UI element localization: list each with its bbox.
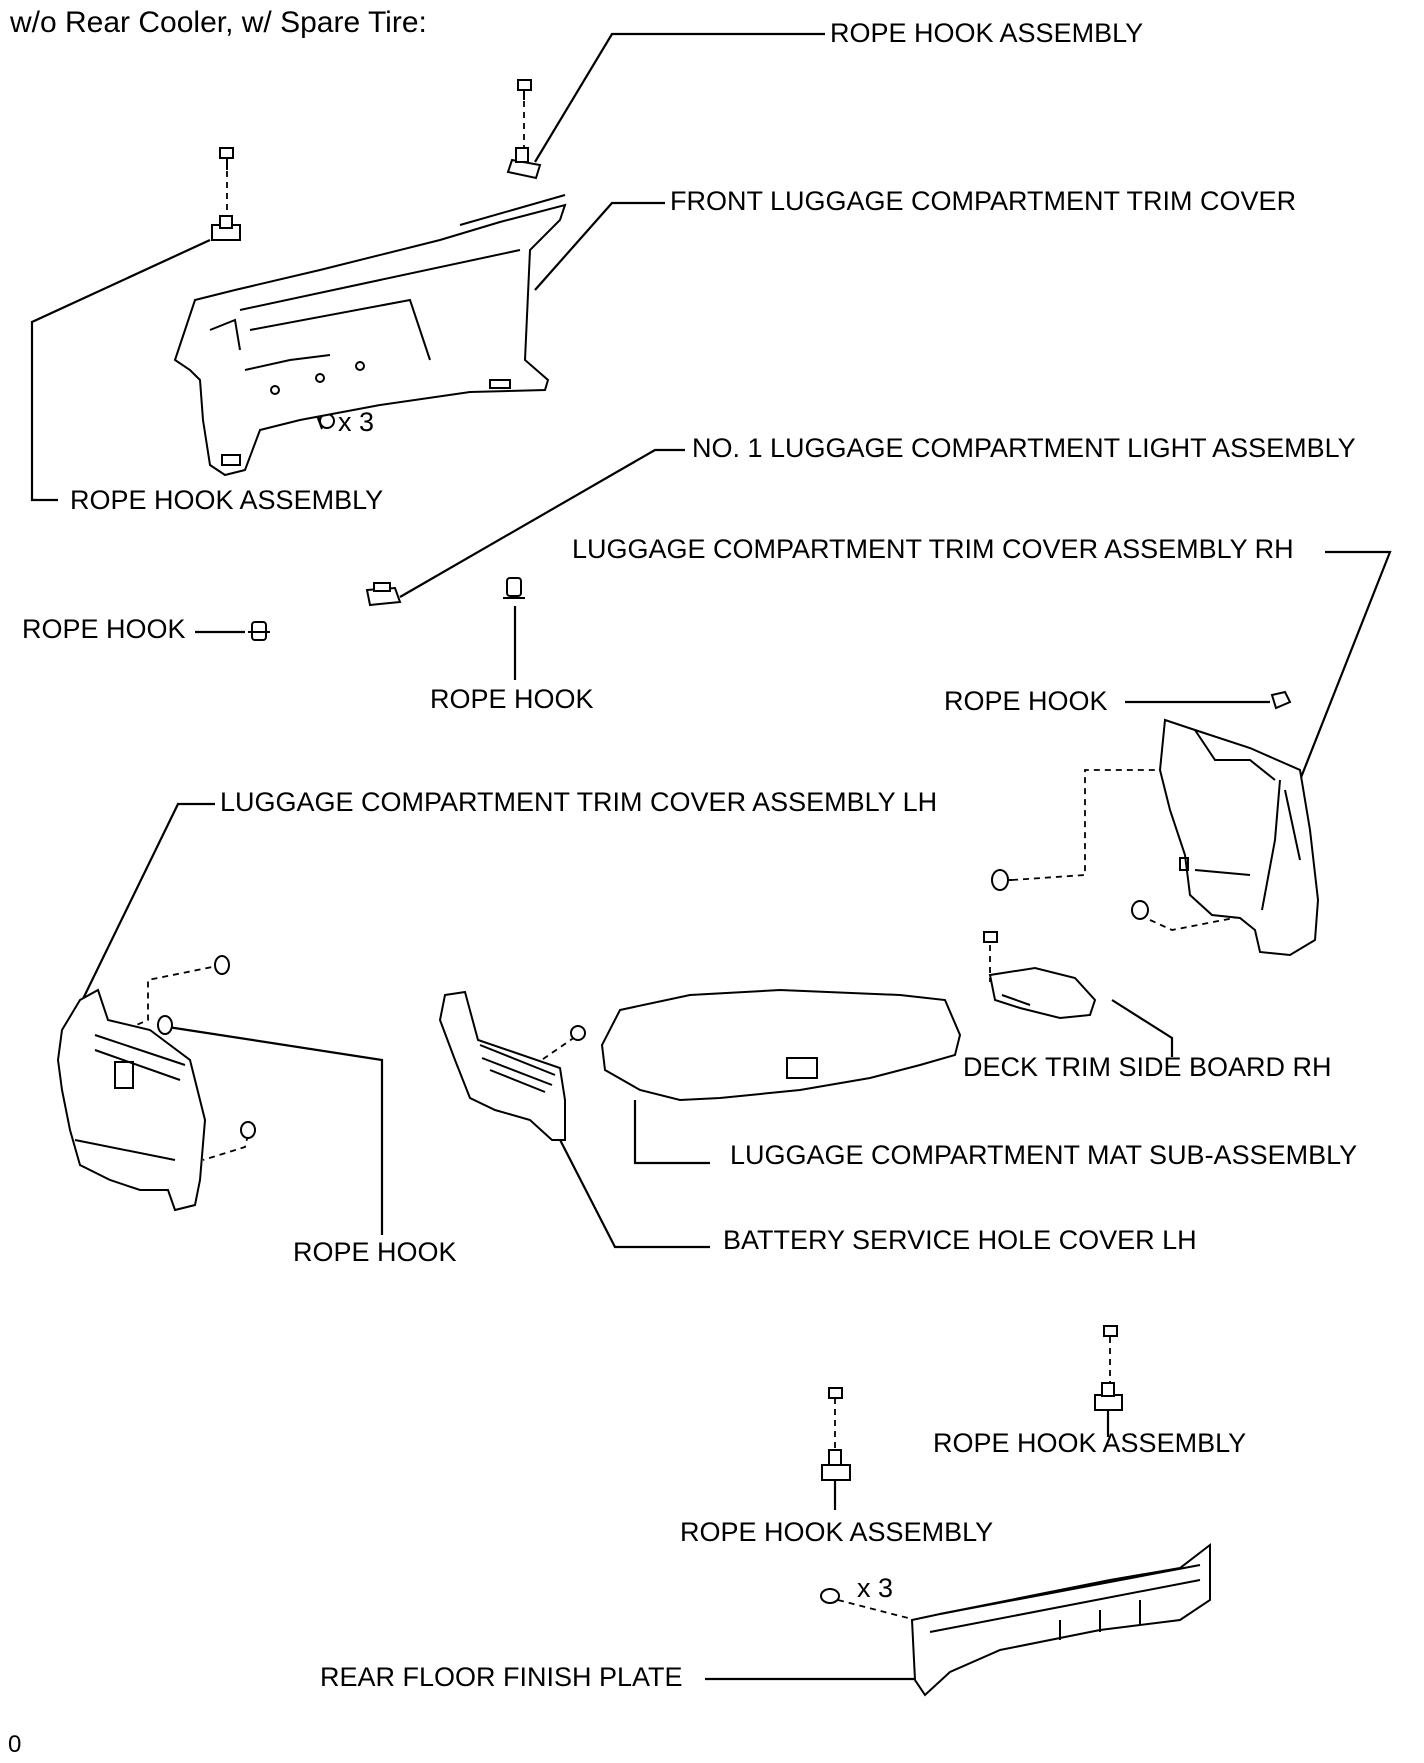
battery-cover-part bbox=[438, 990, 566, 1141]
luggage-mat-part bbox=[600, 988, 962, 1102]
multiplier-note: x 3 bbox=[338, 407, 375, 437]
deck-trim-board-part bbox=[988, 966, 1097, 1020]
bolt-icon bbox=[1103, 1325, 1118, 1337]
bolt-icon bbox=[517, 79, 532, 100]
clip-icon bbox=[820, 1588, 840, 1604]
label-front-luggage-trim-cover: FRONT LUGGAGE COMPARTMENT TRIM COVER bbox=[670, 186, 1297, 216]
label-rope-hook: ROPE HOOK bbox=[944, 686, 1108, 716]
trim-cover-lh-part bbox=[56, 988, 207, 1212]
rope-hook-bracket-icon bbox=[1094, 1382, 1123, 1411]
label-rope-hook: ROPE HOOK bbox=[22, 614, 186, 644]
label-trim-cover-rh: LUGGAGE COMPARTMENT TRIM COVER ASSEMBLY … bbox=[572, 534, 1294, 564]
clip-icon bbox=[157, 1015, 173, 1035]
light-assembly-icon bbox=[365, 582, 402, 607]
label-light-assembly: NO. 1 LUGGAGE COMPARTMENT LIGHT ASSEMBLY bbox=[692, 433, 1356, 463]
label-rope-hook: ROPE HOOK bbox=[293, 1237, 457, 1267]
bolt-icon bbox=[828, 1387, 843, 1399]
label-rope-hook-assembly: ROPE HOOK ASSEMBLY bbox=[830, 18, 1144, 48]
rope-hook-bracket-icon bbox=[506, 147, 542, 180]
clip-icon bbox=[1131, 900, 1149, 920]
bolt-icon bbox=[983, 931, 998, 943]
bolt-icon bbox=[219, 147, 234, 170]
trim-cover-rh-part bbox=[1158, 718, 1320, 957]
label-rear-floor-finish-plate: REAR FLOOR FINISH PLATE bbox=[320, 1662, 683, 1692]
rope-hook-icon bbox=[248, 621, 270, 641]
clip-icon bbox=[240, 1121, 256, 1139]
label-luggage-mat: LUGGAGE COMPARTMENT MAT SUB-ASSEMBLY bbox=[730, 1140, 1358, 1170]
label-battery-cover: BATTERY SERVICE HOLE COVER LH bbox=[723, 1225, 1197, 1255]
rear-floor-plate-part bbox=[910, 1542, 1211, 1697]
corner-mark: 0 bbox=[8, 1731, 22, 1758]
clip-icon bbox=[570, 1025, 586, 1041]
leader-lines bbox=[30, 32, 1392, 1681]
label-rope-hook-assembly: ROPE HOOK ASSEMBLY bbox=[70, 485, 384, 515]
multiplier-note: x 3 bbox=[857, 1573, 894, 1603]
rope-hook-bracket-icon bbox=[211, 215, 241, 241]
diagram-title: w/o Rear Cooler, w/ Spare Tire: bbox=[10, 6, 427, 39]
front-luggage-trim-cover-part bbox=[173, 194, 567, 477]
rope-hook-bracket-icon bbox=[821, 1449, 851, 1481]
label-deck-trim-side-board: DECK TRIM SIDE BOARD RH bbox=[963, 1052, 1332, 1082]
label-rope-hook-assembly: ROPE HOOK ASSEMBLY bbox=[680, 1517, 994, 1547]
rope-hook-icon bbox=[503, 577, 525, 599]
label-rope-hook: ROPE HOOK bbox=[430, 684, 594, 714]
rope-hook-icon bbox=[1270, 690, 1292, 710]
label-trim-cover-lh: LUGGAGE COMPARTMENT TRIM COVER ASSEMBLY … bbox=[220, 787, 938, 817]
clip-icon bbox=[214, 955, 230, 975]
label-rope-hook-assembly: ROPE HOOK ASSEMBLY bbox=[933, 1428, 1247, 1458]
clip-icon bbox=[991, 869, 1012, 891]
